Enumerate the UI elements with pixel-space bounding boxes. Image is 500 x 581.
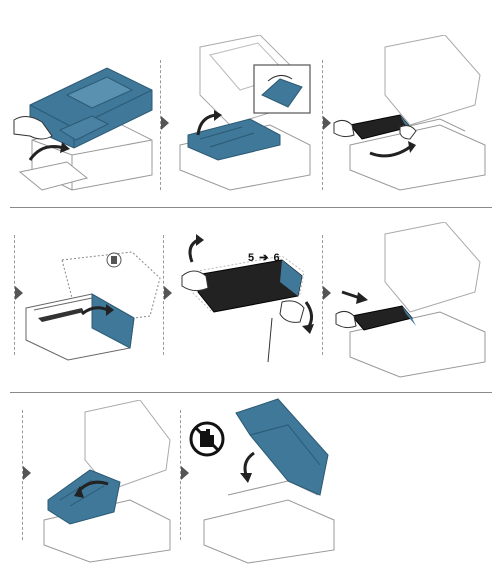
- pointer-triangle-icon: [181, 466, 189, 480]
- pointer-triangle-icon: [23, 466, 31, 480]
- pointer-triangle-icon: [161, 116, 169, 130]
- warning-hand-icon: [189, 421, 225, 457]
- step-close-inner-cover: [30, 400, 178, 565]
- step-unpack-toner: [22, 248, 162, 378]
- divider-r1-b: [322, 60, 323, 190]
- divider-r3-left: [22, 410, 23, 540]
- divider-r2-b: [322, 235, 323, 355]
- pointer-triangle-icon: [164, 286, 172, 300]
- divider-r2-a: [163, 235, 164, 355]
- step-insert-toner: [330, 222, 495, 382]
- shake-count-label: 5 ➔ 6: [248, 252, 281, 264]
- step-open-inner-cover: [170, 35, 318, 195]
- divider-r3-a: [180, 410, 181, 540]
- pointer-triangle-icon: [323, 116, 331, 130]
- row-separator-2: [10, 392, 492, 393]
- divider-r2-left: [14, 235, 15, 355]
- step-shake-toner: [172, 232, 320, 367]
- row-separator-1: [10, 207, 492, 208]
- divider-r1-a: [160, 60, 161, 190]
- step-remove-toner: [330, 35, 495, 195]
- step-close-scan-unit: [188, 395, 338, 565]
- step-open-scan-unit: [12, 50, 160, 195]
- pointer-triangle-icon: [15, 286, 23, 300]
- pointer-triangle-icon: [323, 286, 331, 300]
